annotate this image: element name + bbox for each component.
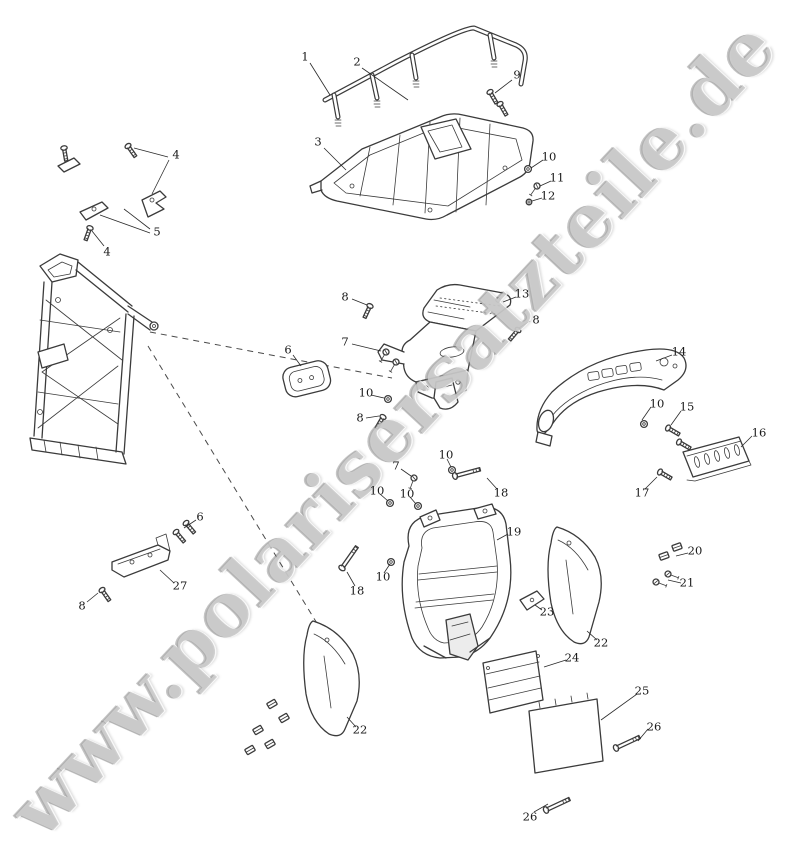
callout-part-26-a: 26: [646, 719, 662, 734]
part-right-fasteners: [639, 419, 693, 482]
leader-lines: [86, 62, 753, 813]
callout-part-5: 5: [153, 224, 161, 239]
callout-part-16: 16: [751, 425, 767, 440]
callout-part-12: 12: [540, 188, 556, 203]
callout-part-10-g: 10: [375, 569, 391, 584]
part-front-rack-platform: [309, 113, 534, 221]
callout-part-18-a: 18: [493, 485, 509, 500]
callout-part-10-a: 10: [541, 149, 557, 164]
part-bolts-9: [485, 87, 510, 118]
part-clips-20-21: [651, 541, 683, 590]
callout-part-10-d: 10: [438, 447, 454, 462]
part-bracket-27: [97, 518, 198, 604]
callout-part-18-b: 18: [349, 583, 365, 598]
callout-part-4-a: 4: [172, 147, 180, 162]
callout-part-6-b: 6: [196, 509, 204, 524]
callout-part-22-b: 22: [352, 722, 368, 737]
callout-part-17: 17: [634, 485, 650, 500]
callout-part-1: 1: [301, 49, 309, 64]
callout-part-13: 13: [514, 286, 530, 301]
callout-part-7-b: 7: [392, 458, 400, 473]
dashed-alignment-lines: [147, 331, 393, 649]
callout-part-19: 19: [506, 524, 522, 539]
callout-part-27: 27: [172, 578, 188, 593]
callout-part-9: 9: [513, 67, 521, 82]
callout-part-22-a: 22: [593, 635, 609, 650]
callout-part-15: 15: [679, 399, 695, 414]
callout-part-21: 21: [679, 575, 695, 590]
callout-part-10-b: 10: [358, 385, 374, 400]
part-side-panel-right-22: [519, 526, 602, 645]
callout-part-26-b: 26: [522, 809, 538, 824]
callout-part-23: 23: [539, 604, 555, 619]
callout-part-6-a: 6: [284, 342, 292, 357]
callout-part-8-b: 8: [532, 312, 540, 327]
callout-part-8-d: 8: [78, 598, 86, 613]
callout-part-20: 20: [687, 543, 703, 558]
part-upper-left-brackets: [57, 141, 167, 242]
callout-part-3: 3: [314, 134, 322, 149]
part-mesh-screen-25: [528, 692, 604, 774]
callout-part-24: 24: [564, 650, 580, 665]
callout-part-4-b: 4: [103, 244, 111, 259]
callout-part-2: 2: [353, 54, 361, 69]
part-rack-fasteners: [523, 164, 542, 206]
part-bolts-26: [541, 733, 642, 815]
callout-part-8-c: 8: [356, 410, 364, 425]
part-bumper-subframe-19: [385, 473, 512, 661]
callout-part-10-f: 10: [399, 486, 415, 501]
part-mounting-bracket-13: [377, 283, 512, 410]
part-main-frame: [29, 253, 159, 465]
part-front-bumper-14: [535, 348, 687, 447]
part-rack-extender-tube: [322, 25, 528, 127]
callout-part-14: 14: [671, 344, 687, 359]
part-pod-cover-6: [282, 360, 332, 398]
part-slotted-plate-16: [682, 436, 752, 482]
part-louvered-panel-24: [482, 650, 544, 714]
callout-part-11: 11: [549, 170, 565, 185]
callout-part-8-a: 8: [341, 289, 349, 304]
callout-part-10-c: 10: [649, 396, 665, 411]
callout-part-7-a: 7: [341, 334, 349, 349]
callout-part-10-e: 10: [369, 483, 385, 498]
part-side-panel-left-22: [243, 620, 360, 756]
callout-part-25: 25: [634, 683, 650, 698]
